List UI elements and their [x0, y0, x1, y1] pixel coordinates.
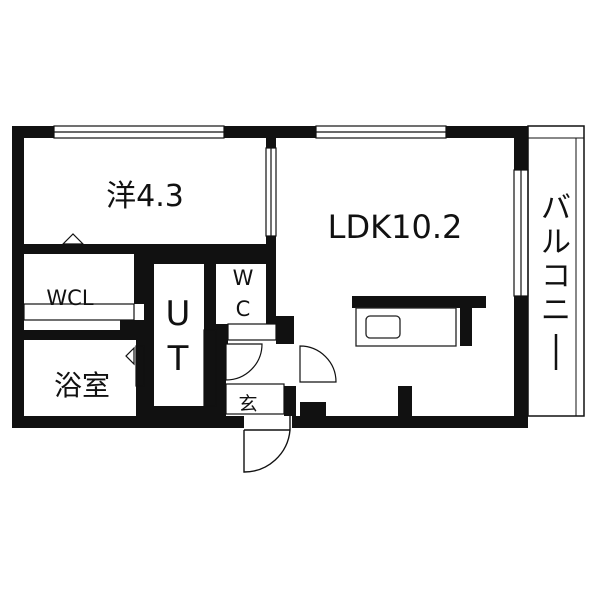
- kitchen-side-wall: [460, 296, 472, 346]
- wall-ut-bottom: [144, 406, 204, 416]
- wcl-opening: [23, 303, 135, 321]
- door-swings: [225, 343, 337, 473]
- label-toilet-w: W: [233, 266, 254, 290]
- balcony-outline: [527, 125, 585, 417]
- outer-wall-bottom-left: [12, 416, 244, 428]
- wall-hall-stub: [300, 402, 326, 416]
- sink-icon: [365, 315, 401, 339]
- kitchen-counter: [355, 307, 457, 347]
- wall-western-room-bottom: [24, 244, 276, 254]
- door-ut: [203, 329, 217, 407]
- outer-wall-bottom-right: [292, 416, 528, 428]
- door-swing-hall: [299, 345, 337, 383]
- wall-wc-right: [266, 254, 276, 324]
- triangle-markers: [61, 233, 135, 366]
- outer-wall-right-bottom: [514, 296, 528, 428]
- balcony: [527, 125, 585, 417]
- label-utility-u: U: [166, 294, 191, 334]
- wall-wcl-right-top: [134, 254, 144, 304]
- label-utility-t: T: [167, 339, 189, 379]
- shoe-closet: [225, 383, 285, 415]
- door-swing-wc: [225, 343, 263, 381]
- label-balcony-char-4: ニ: [541, 293, 571, 328]
- label-balcony: バ ル コ ニ: [541, 191, 571, 370]
- wall-ut-top: [144, 254, 204, 264]
- outer-wall-top-mid: [224, 126, 316, 138]
- outer-wall-left: [12, 126, 24, 428]
- outer-wall-right-top: [514, 126, 528, 170]
- wall-entrance-left: [216, 340, 226, 416]
- label-bathroom: 浴室: [54, 369, 110, 402]
- wall-wc-bottom-right: [276, 316, 294, 344]
- wall-bathroom-right: [136, 340, 144, 416]
- label-entrance: 玄: [238, 393, 257, 415]
- outer-walls: [12, 126, 528, 428]
- wall-entrance-right: [284, 386, 296, 416]
- label-balcony-char-3: コ: [541, 259, 571, 294]
- interior-walls: [24, 138, 486, 416]
- wall-wc-bottom-left: [216, 324, 228, 344]
- wall-ut-left: [144, 254, 154, 416]
- label-western-room: 洋4.3: [106, 179, 184, 214]
- wall-wc-top: [216, 254, 276, 264]
- door-swing-entrance: [243, 429, 291, 473]
- label-wcl: WCL: [46, 286, 93, 310]
- label-toilet-c: C: [236, 297, 251, 321]
- door-bathroom: [135, 345, 145, 387]
- wall-west-ldk-top: [266, 138, 276, 148]
- door-frames: [23, 147, 285, 415]
- label-ldk: LDK10.2: [328, 208, 463, 246]
- wall-ldk-bottom-stub: [398, 386, 412, 416]
- wall-wcl-bottom: [24, 330, 144, 340]
- wall-ut-right: [204, 254, 216, 416]
- kitchen-back-wall: [352, 296, 486, 308]
- label-balcony-char-2: ル: [541, 225, 571, 260]
- door-wc-frame: [227, 323, 277, 341]
- wall-wcl-right-notch: [120, 320, 150, 332]
- triangle-bathroom: [125, 346, 135, 366]
- kitchen-counter-top: [355, 307, 457, 347]
- outer-wall-top-right: [446, 126, 528, 138]
- triangle-western-room: [61, 233, 85, 245]
- label-balcony-char-1: バ: [541, 191, 571, 226]
